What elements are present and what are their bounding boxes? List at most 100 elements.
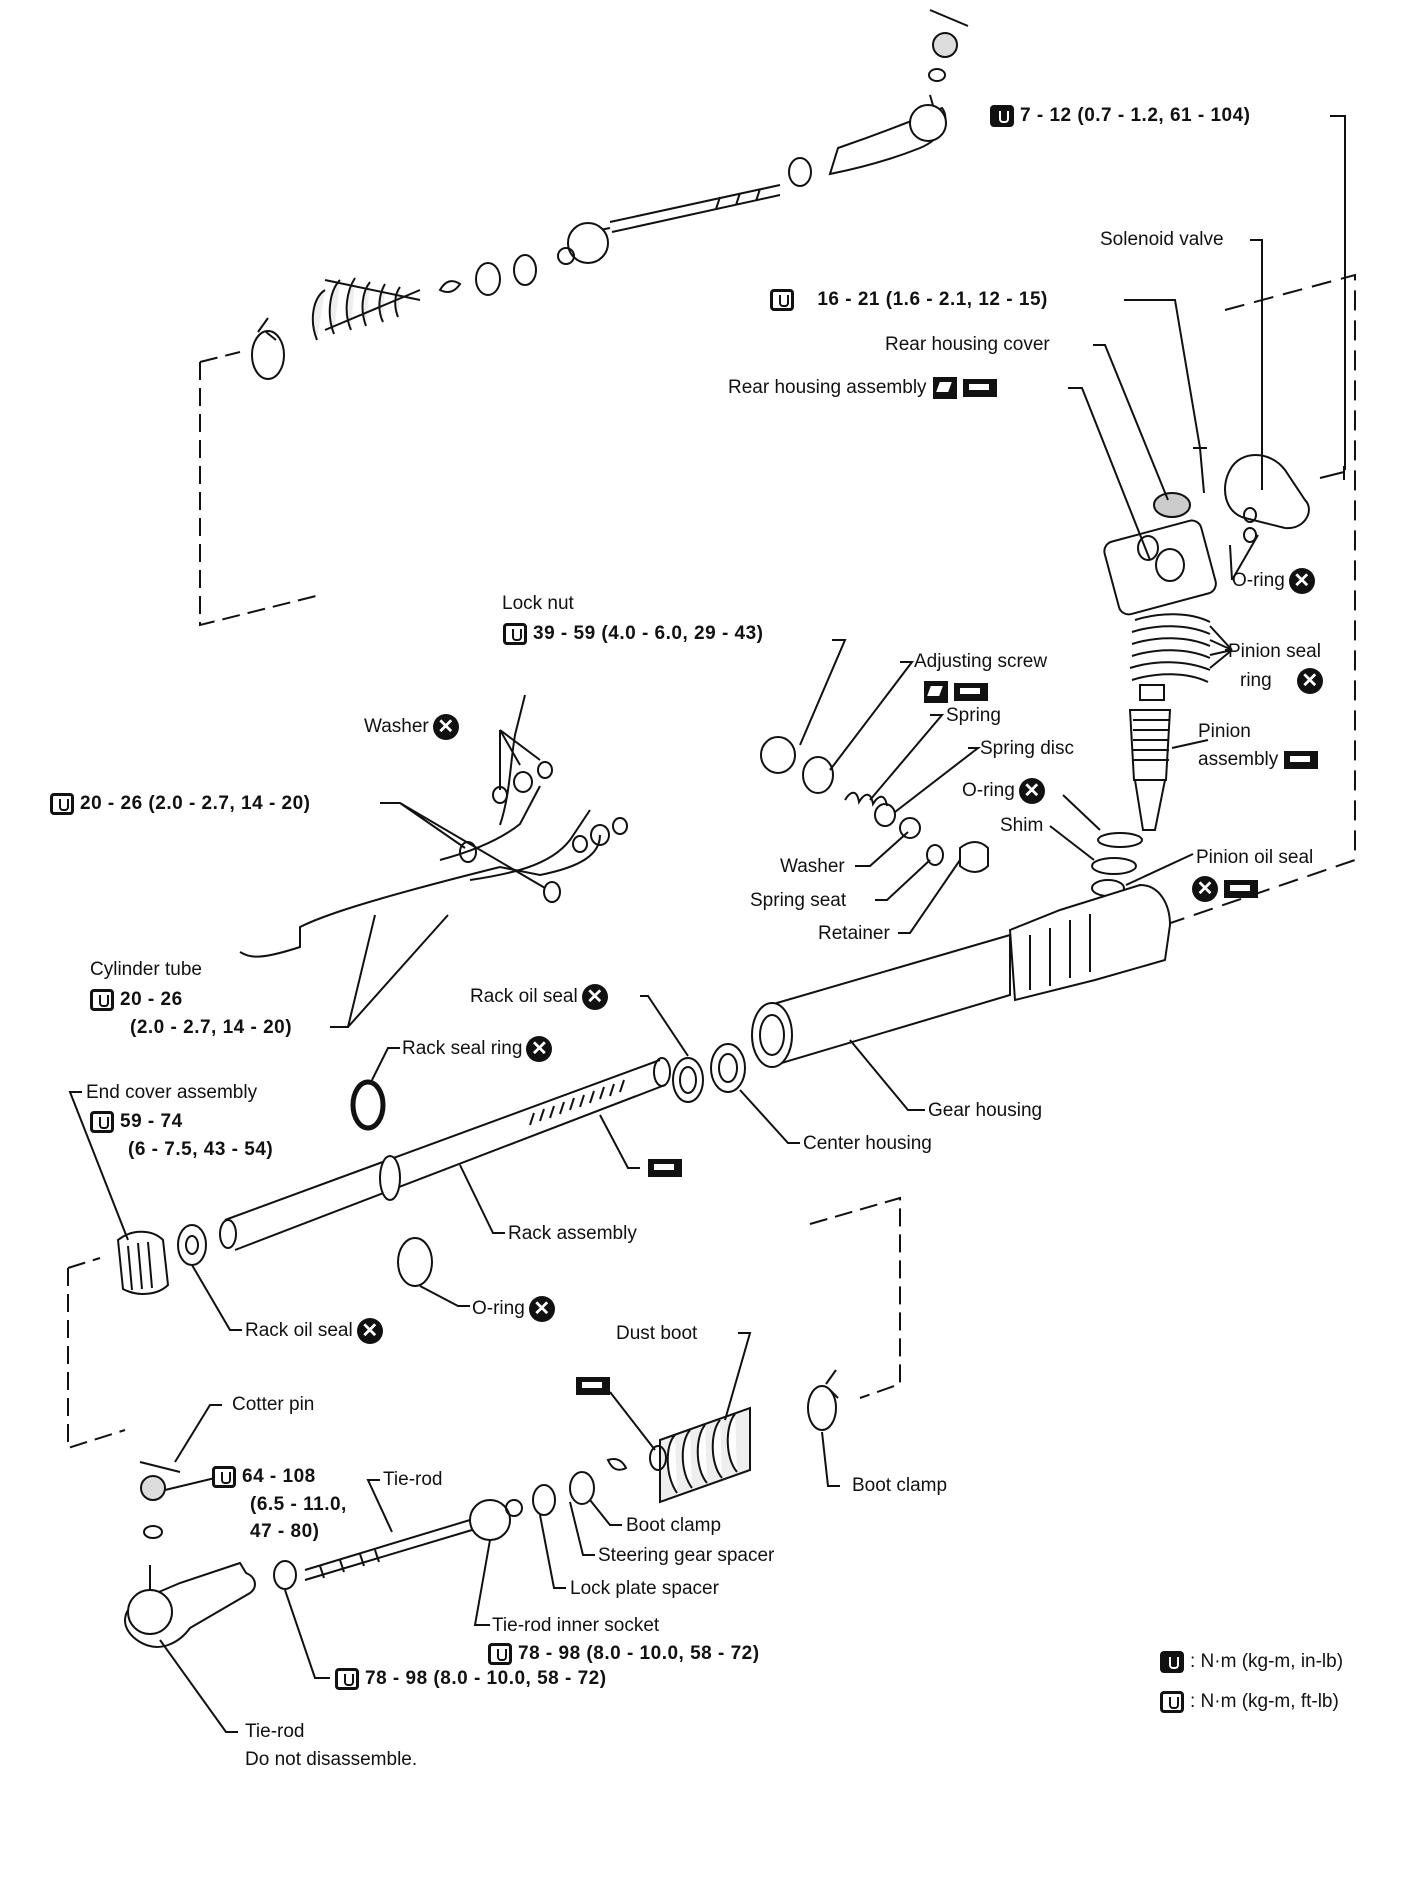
leader-bracket-bottom <box>67 1257 126 1450</box>
lock-nut-part <box>760 736 796 774</box>
label-gear-housing: Gear housing <box>928 1100 1043 1121</box>
label-boot-clamp-large: Boot clamp <box>852 1475 948 1496</box>
torque-ft-lb-icon <box>770 288 794 311</box>
pinion-thread <box>1133 719 1169 761</box>
label-shim: Shim <box>1000 815 1044 836</box>
leader-spring-disc <box>894 747 981 813</box>
label-lock-plate-spacer: Lock plate spacer <box>570 1578 719 1599</box>
label-torque-solenoid: 7 - 12 (0.7 - 1.2, 61 - 104) <box>990 104 1251 128</box>
solenoid-o-ring-2 <box>1243 527 1257 543</box>
dust-boot-mouth <box>649 1445 667 1471</box>
shim-part <box>1091 857 1137 875</box>
label-spring: Spring <box>946 705 1001 726</box>
leader-rack-oil-seal-lower <box>191 1264 242 1331</box>
label-pinion-assembly-2: assembly <box>1198 748 1319 772</box>
label-pinion-seal-ring-2: ring ✕ <box>1240 668 1323 694</box>
torque-ft-lb-icon <box>50 792 74 815</box>
pinion-assembly-part <box>1128 684 1172 831</box>
label-pinion-oil-seal-icons: ✕ <box>1188 876 1258 902</box>
leader-tube-torque-upper <box>380 802 546 889</box>
label-spring-disc: Spring disc <box>980 738 1074 759</box>
leader-rear-cover-torque <box>1124 299 1201 449</box>
rack-assembly-part <box>224 1059 666 1251</box>
leader-dust-boot <box>724 1332 752 1421</box>
rear-housing-bolt <box>1193 447 1207 494</box>
label-dust-boot: Dust boot <box>616 1323 698 1344</box>
boot-clamp-small-top <box>438 280 462 293</box>
leader-o-ring-rear <box>1229 534 1259 581</box>
label-tie-rod-inner-socket: Tie-rod inner socket <box>492 1615 660 1636</box>
replace-icon: ✕ <box>1296 668 1323 694</box>
cotter-pin-bottom <box>139 1461 181 1473</box>
rack-oil-seal-upper-inner <box>679 1066 697 1094</box>
torque-ft-lb-icon <box>335 1667 359 1690</box>
leader-washer-upper <box>499 729 541 790</box>
label-rear-housing-cover: Rear housing cover <box>885 334 1050 355</box>
torque-in-lb-icon <box>1160 1650 1184 1673</box>
washer-adjuster <box>899 817 921 839</box>
rear-housing-cover-part <box>1153 492 1191 518</box>
lock-nut-top <box>788 157 812 187</box>
leader-torque-lower-nut <box>284 1589 330 1679</box>
legend-in-lb: : N·m (kg-m, in-lb) <box>1160 1650 1343 1674</box>
torque-ft-lb-icon <box>503 622 527 645</box>
grease-icon <box>1224 880 1258 898</box>
adjusting-screw-part <box>802 756 834 794</box>
spring-part <box>844 791 888 807</box>
grease-icon <box>954 682 988 701</box>
pinion-seal-rings <box>1129 613 1211 683</box>
torque-in-lb-icon <box>990 104 1014 127</box>
end-cover-assembly-part <box>116 1230 170 1295</box>
lock-plate-spacer-bottom <box>532 1484 556 1516</box>
leader-rear-housing-cover <box>1093 344 1169 501</box>
label-end-cover-assembly: End cover assembly <box>86 1082 258 1103</box>
end-cover-ridges <box>127 1241 153 1291</box>
replace-icon: ✕ <box>581 984 608 1010</box>
label-steering-gear-spacer: Steering gear spacer <box>598 1545 775 1566</box>
rack-oil-seal-lower-inner <box>185 1235 199 1255</box>
washer-bottom <box>143 1525 163 1539</box>
label-torque-inner-socket: 78 - 98 (8.0 - 10.0, 58 - 72) <box>488 1642 760 1666</box>
label-retainer: Retainer <box>818 923 890 944</box>
leader-shim <box>1049 825 1095 861</box>
inner-tie-rod-bottom <box>304 1519 473 1581</box>
label-adjusting-screw-icons <box>918 680 988 704</box>
boot-clamp-large-tail-bottom <box>825 1369 839 1399</box>
lock-nut-bottom <box>273 1560 297 1590</box>
label-rack-assembly: Rack assembly <box>508 1223 637 1244</box>
leader-rear-housing-assembly <box>1068 387 1151 561</box>
replace-icon: ✕ <box>528 1296 555 1322</box>
label-pinion-oil-seal: Pinion oil seal <box>1196 847 1314 868</box>
outer-tie-rod-ball-top <box>909 104 947 142</box>
leader-pinion-seal <box>1209 625 1233 669</box>
sealant-icon <box>924 680 948 703</box>
rear-housing-port-1 <box>1137 535 1159 561</box>
gear-housing-end-inner <box>759 1014 785 1056</box>
spring-disc-part <box>874 803 896 827</box>
leader-solenoid-valve <box>1250 239 1263 490</box>
label-rack-grease <box>642 1156 682 1180</box>
inner-socket-bolt-top <box>557 247 575 265</box>
label-o-ring-rear: O-ring✕ <box>1232 568 1315 594</box>
dust-boot-bottom <box>659 1406 751 1504</box>
leader-pinion-oil-seal <box>1125 853 1194 886</box>
label-washer-lower: Washer <box>780 856 845 877</box>
inner-socket-top <box>567 222 609 264</box>
tube-flare-nut-2 <box>543 881 561 903</box>
torque-ft-lb-icon <box>90 1110 114 1133</box>
label-torque-cotter: 64 - 108 <box>212 1465 316 1489</box>
washer-top <box>928 68 946 82</box>
pinion-o-ring <box>1097 832 1143 848</box>
grease-icon <box>576 1376 610 1395</box>
inner-tie-rod-top <box>609 184 781 233</box>
leader-torque-solenoid <box>1330 115 1346 470</box>
gear-spacer-top <box>475 262 501 296</box>
label-spring-seat: Spring seat <box>750 890 847 911</box>
castle-nut-bottom <box>140 1475 166 1501</box>
cotter-pin-top <box>929 9 969 27</box>
label-torque-end-cover-2: (6 - 7.5, 43 - 54) <box>128 1139 274 1160</box>
gear-housing-part <box>768 933 1011 1067</box>
label-o-ring-rack: O-ring✕ <box>472 1296 555 1322</box>
leader-tube-torque-lower <box>330 914 449 1028</box>
